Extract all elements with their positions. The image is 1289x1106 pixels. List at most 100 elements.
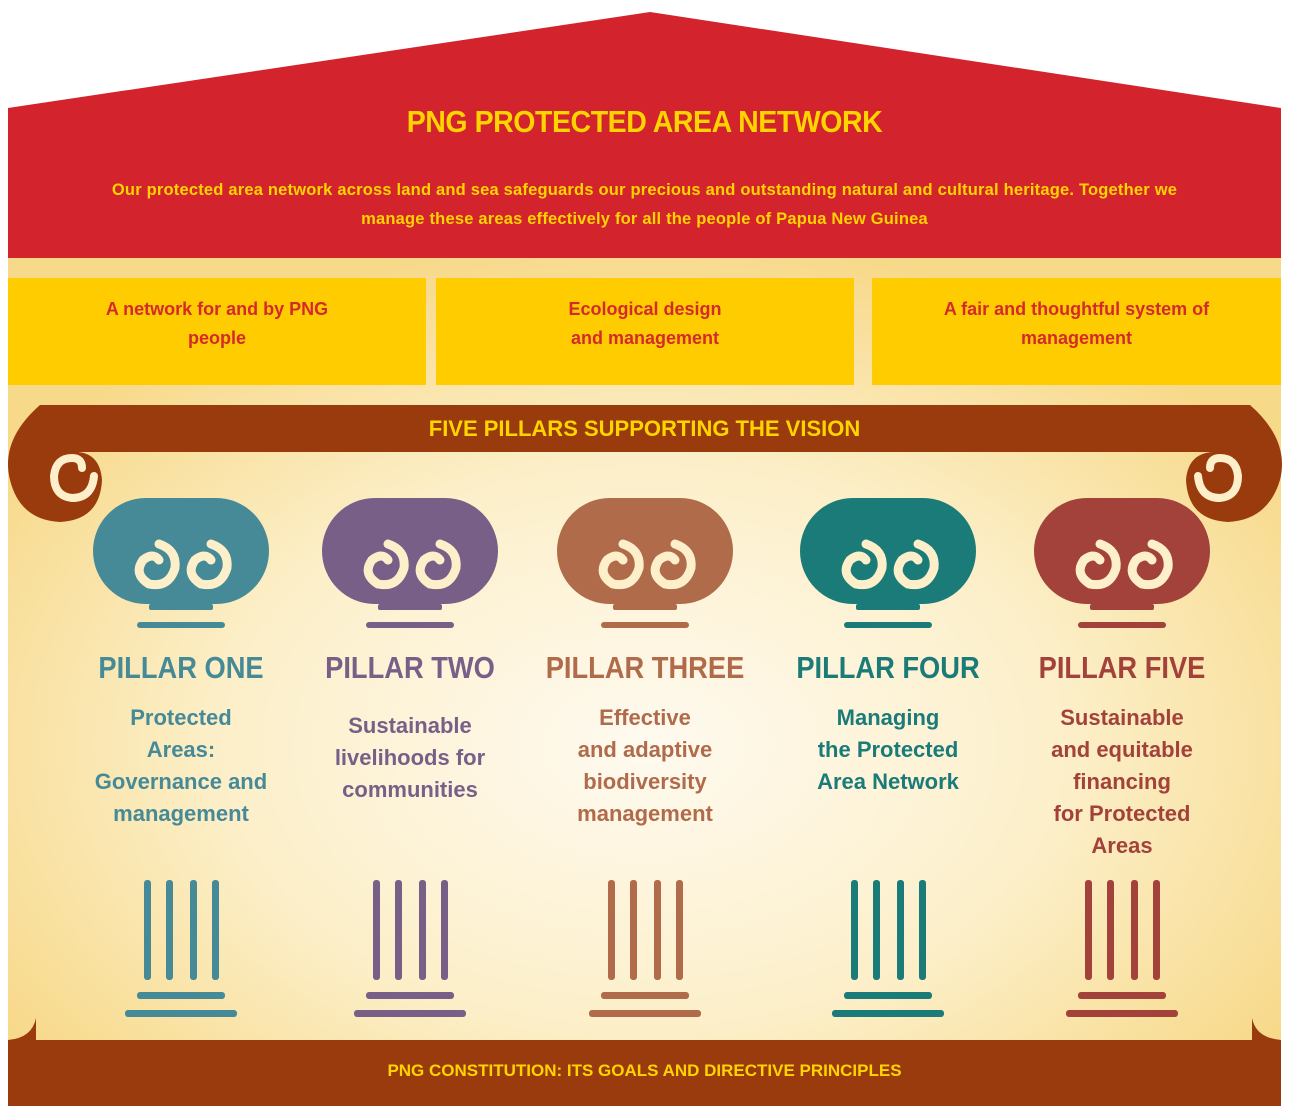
- pillar-1-capital: [93, 498, 269, 604]
- swirl-icon: [650, 539, 696, 590]
- pillar-5-title: PILLAR FIVE: [1038, 650, 1206, 685]
- value-box-2: [436, 278, 854, 385]
- pillar-3-flute: [608, 880, 615, 980]
- swirl-icon: [893, 539, 939, 590]
- pillar-5-description-line: financing: [1073, 769, 1171, 794]
- network-title: PNG PROTECTED AREA NETWORK: [406, 104, 883, 139]
- vision-line-2: manage these areas effectively for all t…: [361, 210, 928, 228]
- pillar-4-flute: [851, 880, 858, 980]
- volute-icons: [49, 453, 1243, 503]
- pillar-1-base-bottom: [125, 1010, 237, 1017]
- pillar-5-neck-base: [1078, 622, 1166, 628]
- pillar-3-capital: [557, 498, 733, 604]
- pillar-4-description-line: the Protected: [817, 737, 959, 762]
- pillar-1-flute: [144, 880, 151, 980]
- value-text-1: A network for and by PNG people: [8, 295, 426, 353]
- pillar-2-flute: [373, 880, 380, 980]
- pillar-4-flute: [873, 880, 880, 980]
- value-2-line-1: Ecological design: [568, 299, 722, 319]
- pillar-1-flute: [212, 880, 219, 980]
- pillar-1-title: PILLAR ONE: [98, 650, 264, 685]
- pillar-2-description-line: livelihoods for: [334, 745, 486, 770]
- value-text-3: A fair and thoughtful system of manageme…: [872, 295, 1281, 353]
- value-1-line-2: people: [187, 328, 246, 348]
- pillar-1-description-line: management: [113, 801, 249, 826]
- pillar-3-description: Effective and adaptive biodiversity managem…: [535, 702, 755, 830]
- pillar-1-description-line: Protected: [130, 705, 232, 730]
- swirl-icon: [363, 539, 409, 590]
- pillar-3-flute: [630, 880, 637, 980]
- pillar-4-description-line: Managing: [836, 705, 940, 730]
- pillar-5-capital: [1034, 498, 1210, 604]
- pillar-4-title: PILLAR FOUR: [796, 650, 980, 685]
- swirl-icon: [841, 539, 887, 590]
- swirl-icon: [598, 539, 644, 590]
- value-text-2: Ecological design and management: [436, 295, 854, 353]
- pillar-2-flute: [441, 880, 448, 980]
- pillar-4-capital: [800, 498, 976, 604]
- pillars-band-title: FIVE PILLARS SUPPORTING THE VISION: [428, 416, 861, 441]
- pillar-1-base-top: [137, 992, 225, 999]
- value-3-line-1: A fair and thoughtful system of: [943, 299, 1210, 319]
- pillar-2-neck: [378, 604, 442, 610]
- pillar-3-description-line: biodiversity: [583, 769, 707, 794]
- pillar-3-neck: [613, 604, 677, 610]
- pillar-2-description-line: communities: [342, 777, 478, 802]
- pillar-4-description-line: Area Network: [817, 769, 959, 794]
- pillar-5-neck: [1090, 604, 1154, 610]
- pillar-4-neck-base: [844, 622, 932, 628]
- pillar-5-description-line: Areas: [1091, 833, 1153, 858]
- pillar-2-neck-base: [366, 622, 454, 628]
- value-box-3: [872, 278, 1281, 385]
- pillar-5-flute: [1085, 880, 1092, 980]
- pillar-3-title: PILLAR THREE: [545, 650, 745, 685]
- swirl-icon: [415, 539, 461, 590]
- pillar-5-flute: [1153, 880, 1160, 980]
- pillar-art: [93, 498, 1210, 1017]
- pillar-2-capital: [322, 498, 498, 604]
- pillar-5-flute: [1131, 880, 1138, 980]
- pillar-1-art: [93, 498, 269, 1017]
- pillar-5-base-bottom: [1066, 1010, 1178, 1017]
- pillar-3-flute: [654, 880, 661, 980]
- roof: [8, 12, 1281, 258]
- pillar-4-neck: [856, 604, 920, 610]
- pillar-3-description-line: and adaptive: [577, 737, 713, 762]
- pillar-3-art: [557, 498, 733, 1017]
- capital-band: [8, 405, 1282, 522]
- pillar-4-base-bottom: [832, 1010, 944, 1017]
- pillar-2-flute: [395, 880, 402, 980]
- pillar-1-description-line: Governance and: [94, 769, 268, 794]
- pillar-3-description-line: management: [577, 801, 713, 826]
- pillar-1-flute: [166, 880, 173, 980]
- pillar-5-description-line: Sustainable: [1060, 705, 1184, 730]
- pillar-1-flute: [190, 880, 197, 980]
- pillar-2-base-top: [366, 992, 454, 999]
- value-1-line-1: A network for and by PNG: [105, 299, 329, 319]
- temple-body: [8, 256, 1281, 1101]
- value-3-line-2: management: [1020, 328, 1133, 348]
- swirl-icon: [1075, 539, 1121, 590]
- pillar-2-description-line: Sustainable: [348, 713, 472, 738]
- pillar-5-description-line: for Protected: [1053, 801, 1191, 826]
- pillar-3-flute: [676, 880, 683, 980]
- swirl-icon: [134, 539, 180, 590]
- pillar-4-base-top: [844, 992, 932, 999]
- pillar-2-description: Sustainable livelihoods for communities: [300, 710, 520, 806]
- value-box-1: [8, 278, 426, 385]
- swirl-icon: [186, 539, 232, 590]
- pillar-3-description-line: Effective: [599, 705, 691, 730]
- pillar-3-base-top: [601, 992, 689, 999]
- vision-statement: Our protected area network across land a…: [50, 176, 1239, 234]
- pillar-1-description-line: Areas:: [146, 737, 216, 762]
- pillar-5-base-top: [1078, 992, 1166, 999]
- vision-line-1: Our protected area network across land a…: [111, 181, 1178, 199]
- pillar-3-base-bottom: [589, 1010, 701, 1017]
- pillar-1-neck-base: [137, 622, 225, 628]
- pillar-2-flute: [419, 880, 426, 980]
- pillar-2-base-bottom: [354, 1010, 466, 1017]
